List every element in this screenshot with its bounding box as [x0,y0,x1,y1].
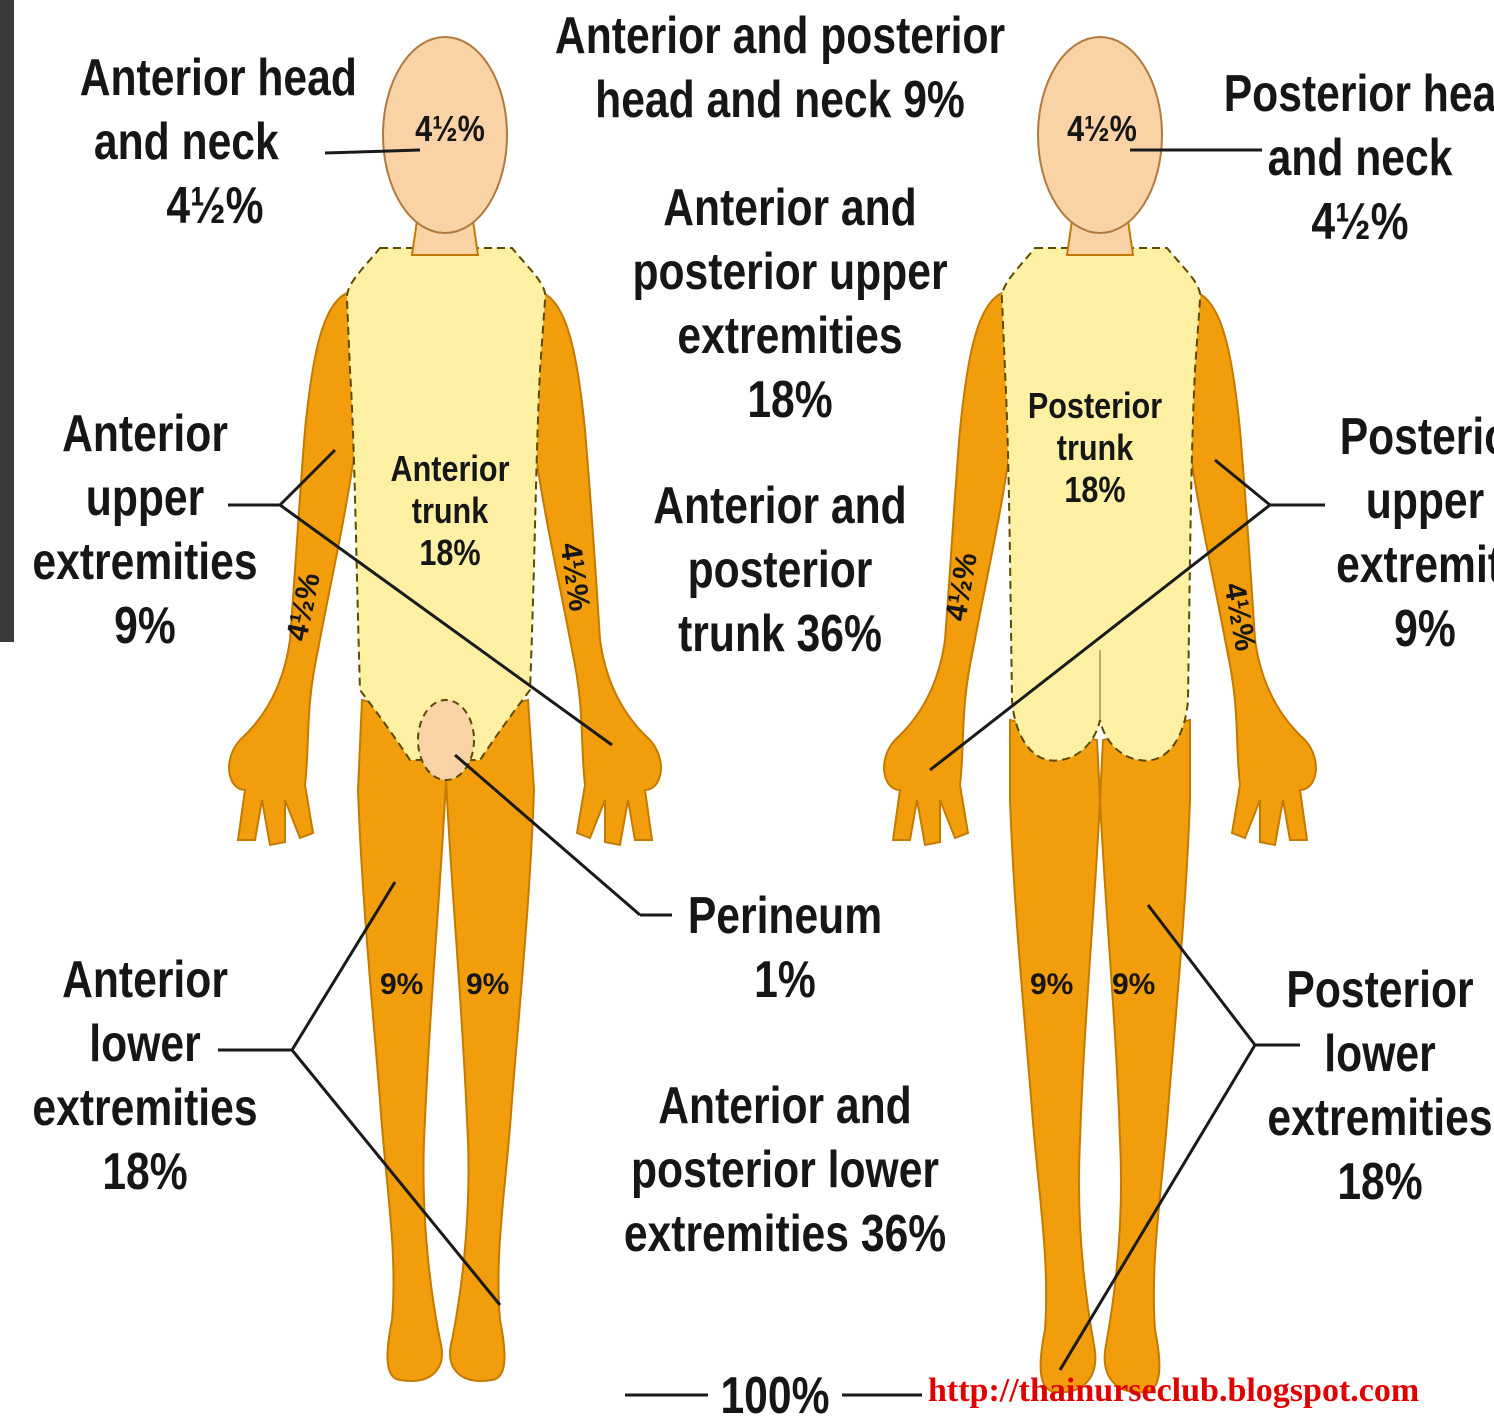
ant-left-leg-pct: 9% [466,968,509,1002]
label-line: Anterior [26,948,264,1012]
label-line: Anterior [26,402,264,466]
label-ant-post-head: Anterior and posterior head and neck 9% [550,4,1009,132]
label-line: extremities [26,1076,264,1140]
ant-perineum [418,700,474,780]
label-line: Anterior head [80,46,351,110]
post-trunk-label: Posterior trunk 18% [1023,385,1168,511]
post-left-leg-pct: 9% [1112,968,1155,1002]
label-ant-post-lower: Anterior and posterior lower extremities… [605,1074,966,1266]
label-line: 9% [26,594,264,658]
label-line: 4½% [80,174,351,238]
ant-right-leg [358,700,446,1381]
ant-right-leg-pct: 9% [380,968,423,1002]
label-line: 4½% [1221,190,1494,254]
label-line: 1% [683,948,888,1012]
label-ant-head: Anterior head and neck 4½% [80,46,351,238]
label-line: 100% [714,1364,837,1425]
post-right-leg-pct: 9% [1030,968,1073,1002]
label-line: Anterior and [605,1074,966,1138]
label-line: lower [26,1012,264,1076]
label-line: Anterior and posterior [550,4,1009,68]
label-ant-post-upper: Anterior and posterior upper extremities… [614,176,967,432]
source-url: http://thainurseclub.blogspot.com [928,1372,1419,1410]
label-line: 18% [1023,469,1168,511]
label-line: posterior upper [614,240,967,304]
post-head-pct: 4½% [1060,108,1145,150]
ant-trunk-label: Anterior trunk 18% [382,448,518,574]
label-ant-post-trunk: Anterior and posterior trunk 36% [632,474,927,666]
ant-head-pct: 4½% [408,108,493,150]
label-line: upper [1323,469,1494,533]
post-left-arm [1185,292,1316,845]
label-line: 18% [382,532,518,574]
label-line: Posterior [1023,385,1168,427]
label-line: extremities [1265,1086,1494,1150]
label-total: 100% [714,1364,837,1425]
anterior-figure [229,37,661,1381]
label-line: trunk [382,490,518,532]
label-perineum: Perineum 1% [683,884,888,1012]
label-post-lower-ext: Posterior lower extremities 18% [1265,958,1494,1214]
label-line: 9% [1323,597,1494,661]
label-line: lower [1265,1022,1494,1086]
label-line: Posterio [1323,405,1494,469]
label-line: trunk 36% [632,602,927,666]
label-line: 18% [614,368,967,432]
label-line: extremities [26,530,264,594]
label-line: Posterior [1265,958,1494,1022]
label-line: trunk [1023,427,1168,469]
label-ant-upper-ext: Anterior upper extremities 9% [26,402,264,658]
post-left-leg [1100,720,1190,1392]
label-line: and neck [1221,126,1494,190]
label-line: 18% [26,1140,264,1204]
label-line: Posterior hea [1221,62,1494,126]
label-line: Anterior and [632,474,927,538]
label-post-upper-ext: Posterio upper extremiti 9% [1323,405,1494,661]
label-line: Perineum [683,884,888,948]
label-line: 18% [1265,1150,1494,1214]
label-line: head and neck 9% [550,68,1009,132]
label-line: extremities [614,304,967,368]
label-line: Anterior and [614,176,967,240]
label-line: extremities 36% [605,1202,966,1266]
label-line: posterior [632,538,927,602]
post-right-leg [1010,720,1100,1392]
ant-left-leg [446,700,534,1381]
label-ant-lower-ext: Anterior lower extremities 18% [26,948,264,1204]
label-line: Anterior [382,448,518,490]
label-line: posterior lower [605,1138,966,1202]
label-post-head: Posterior hea and neck 4½% [1221,62,1494,254]
label-line: extremiti [1323,533,1494,597]
label-line: upper [26,466,264,530]
label-line: and neck [80,110,351,174]
